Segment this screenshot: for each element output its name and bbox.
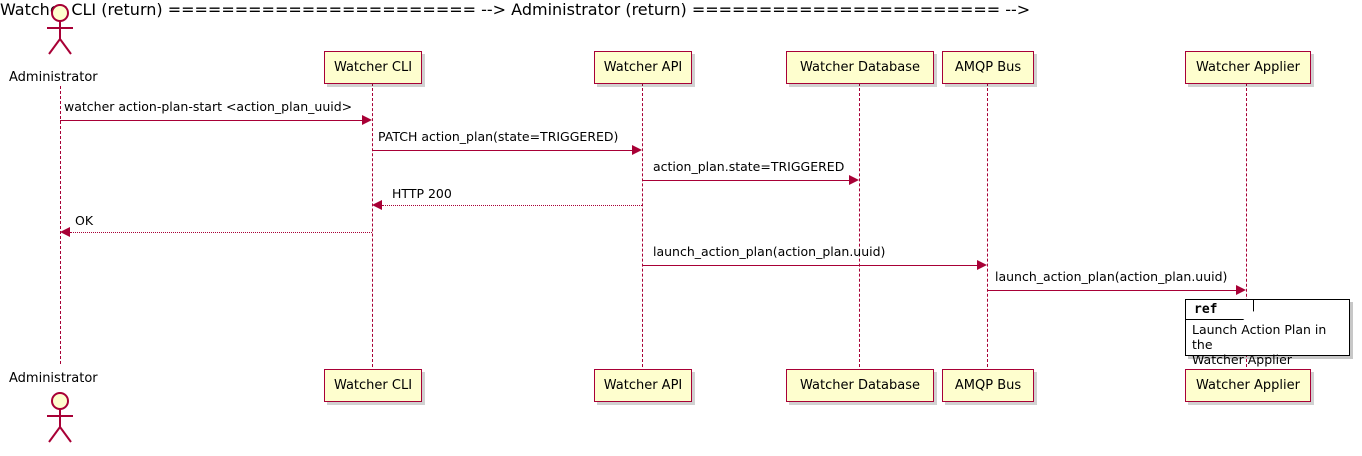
participant-amqp-bus-top[interactable]: AMQP Bus xyxy=(942,51,1034,84)
participant-label: Watcher API xyxy=(603,378,683,393)
message-arrowhead-5 xyxy=(60,227,70,237)
participant-label: Watcher Applier xyxy=(1196,60,1300,75)
message-arrowhead-3 xyxy=(849,175,859,185)
participant-watcher-applier-top[interactable]: Watcher Applier xyxy=(1185,51,1311,84)
message-label-1: watcher action-plan-start <action_plan_u… xyxy=(64,99,353,114)
message-line-1 xyxy=(60,120,362,121)
actor-label-administrator-bottom: Administrator xyxy=(9,371,98,386)
participant-watcher-database-bottom[interactable]: Watcher Database xyxy=(786,369,934,402)
participant-label: Watcher CLI xyxy=(333,60,413,75)
message-arrowhead-4 xyxy=(372,200,382,210)
lifeline-watcher-database xyxy=(859,83,860,367)
message-label-3: action_plan.state=TRIGGERED xyxy=(653,159,845,174)
message-arrowhead-7 xyxy=(1236,285,1246,295)
participant-label: Watcher Database xyxy=(800,378,920,393)
message-label-2: PATCH action_plan(state=TRIGGERED) xyxy=(378,129,619,144)
ref-fragment-text: Launch Action Plan in the Watcher Applie… xyxy=(1192,322,1327,367)
participant-label: AMQP Bus xyxy=(954,60,1022,75)
participant-watcher-database-top[interactable]: Watcher Database xyxy=(786,51,934,84)
actor-figure-icon xyxy=(47,4,73,55)
actor-label-administrator-top: Administrator xyxy=(9,70,98,85)
ref-fragment-launch-action-plan: ref Launch Action Plan in the Watcher Ap… xyxy=(1185,299,1350,367)
participant-label: Watcher API xyxy=(603,60,683,75)
message-label-7: launch_action_plan(action_plan.uuid) xyxy=(995,269,1228,284)
message-arrowhead-1 xyxy=(362,115,372,125)
message-arrowhead-2 xyxy=(632,145,642,155)
participant-label: Watcher Database xyxy=(800,60,920,75)
message-label-5: OK xyxy=(75,213,94,228)
message-label-6: launch_action_plan(action_plan.uuid) xyxy=(653,244,886,259)
lifeline-watcher-cli xyxy=(372,83,373,367)
lifeline-watcher-applier xyxy=(1246,83,1247,367)
participant-amqp-bus-bottom[interactable]: AMQP Bus xyxy=(942,369,1034,402)
message-line-6 xyxy=(642,265,977,266)
participant-label: Watcher CLI xyxy=(333,378,413,393)
ref-fragment-tab-label: ref xyxy=(1194,302,1218,317)
message-line-5 xyxy=(70,232,372,233)
participant-watcher-applier-bottom[interactable]: Watcher Applier xyxy=(1185,369,1311,402)
lifeline-administrator xyxy=(60,86,61,364)
lifeline-watcher-api xyxy=(642,83,643,367)
message-line-7 xyxy=(987,290,1236,291)
message-label-4: HTTP 200 xyxy=(392,186,452,201)
message-line-4 xyxy=(382,205,642,206)
message-line-3 xyxy=(642,180,849,181)
lifeline-amqp-bus xyxy=(987,83,988,367)
participant-watcher-api-bottom[interactable]: Watcher API xyxy=(594,369,692,402)
ref-fragment-tab: ref xyxy=(1186,300,1254,320)
participant-label: Watcher Applier xyxy=(1196,378,1300,393)
actor-administrator-bottom xyxy=(37,390,83,446)
actor-figure-icon xyxy=(47,392,73,443)
participant-watcher-cli-top[interactable]: Watcher CLI xyxy=(324,51,422,84)
participant-label: AMQP Bus xyxy=(954,378,1022,393)
message-arrowhead-6 xyxy=(977,260,987,270)
message-line-2 xyxy=(372,150,632,151)
actor-administrator-top xyxy=(37,2,83,58)
participant-watcher-cli-bottom[interactable]: Watcher CLI xyxy=(324,369,422,402)
participant-watcher-api-top[interactable]: Watcher API xyxy=(594,51,692,84)
